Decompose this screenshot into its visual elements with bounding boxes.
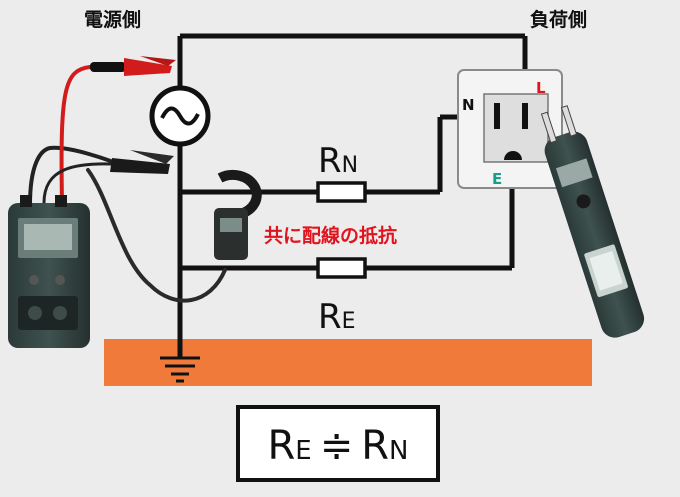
clamp-meter-icon (214, 169, 262, 260)
black-clip-icon (110, 150, 174, 174)
earth-tester-device (8, 195, 90, 348)
terminal-n-label: N (462, 96, 475, 114)
formula-text: RE≑RN (268, 423, 409, 469)
re-label: RE (318, 297, 356, 337)
red-clip-icon (90, 56, 176, 76)
ground-symbol-icon (160, 356, 200, 383)
wiring (177, 33, 528, 358)
resistor-rn (316, 181, 367, 203)
resistor-re (316, 257, 367, 279)
ac-source-icon (149, 85, 211, 147)
ground-bar (104, 339, 592, 386)
terminal-l-label: L (536, 79, 546, 97)
formula-box: RE≑RN (236, 405, 440, 482)
terminal-e-label: E (492, 170, 502, 188)
load-side-label: 負荷側 (530, 8, 587, 31)
rn-label: RN (318, 141, 358, 181)
source-side-label: 電源側 (84, 8, 141, 31)
plug-tester-device (540, 105, 645, 338)
shared-wiring-resistance-label: 共に配線の抵抗 (264, 224, 397, 247)
